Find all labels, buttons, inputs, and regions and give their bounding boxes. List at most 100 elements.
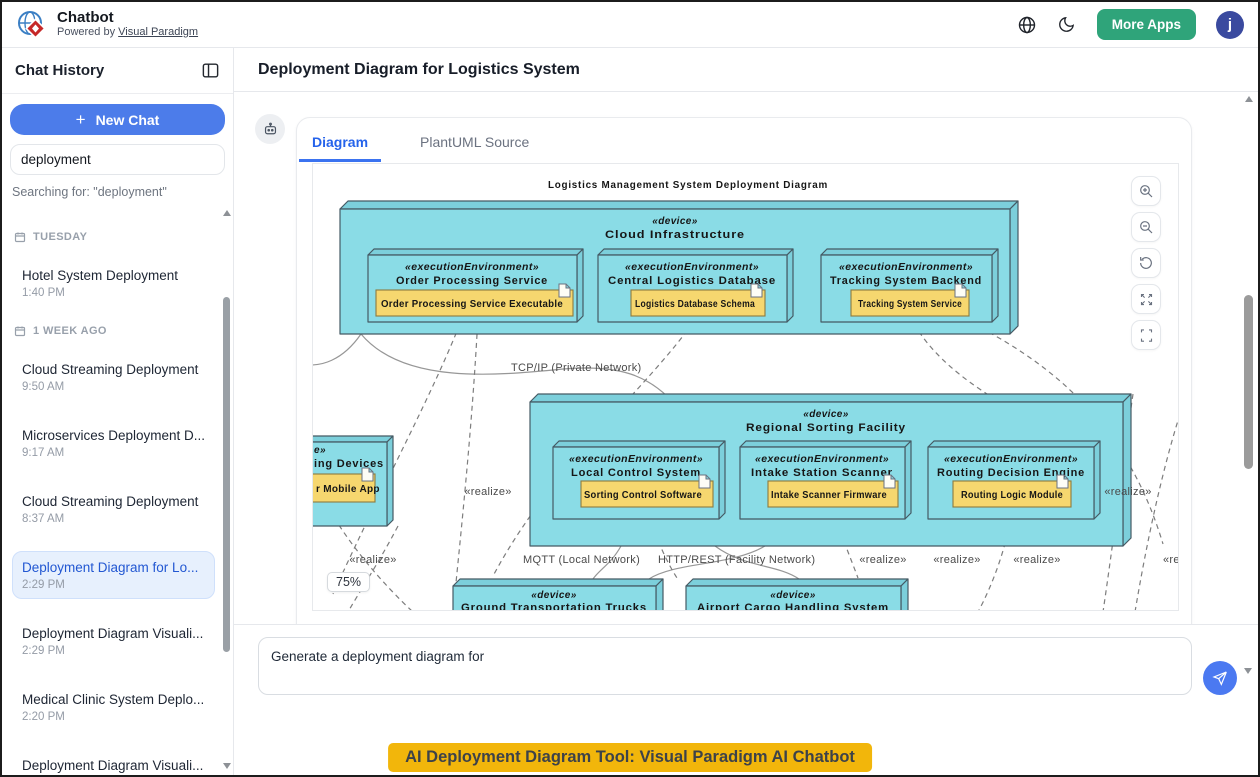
chat-history-item[interactable]: Microservices Deployment D... 9:17 AM — [22, 428, 205, 459]
user-avatar[interactable]: j — [1216, 10, 1244, 39]
edge-solid — [592, 545, 622, 580]
stereotype: «executionEnvironment» — [569, 454, 703, 465]
tab-plantuml-source[interactable]: PlantUML Source — [420, 134, 530, 150]
chat-history-item[interactable]: Deployment Diagram Visuali... 2:19 PM — [22, 758, 204, 773]
more-apps-button[interactable]: More Apps — [1096, 9, 1196, 40]
sidebar-title: Chat History — [15, 62, 105, 79]
edge-label-realize: «realize» — [1104, 486, 1151, 498]
stereotype: «device» — [803, 409, 848, 420]
tab-diagram[interactable]: Diagram — [299, 131, 382, 162]
edge-realize — [348, 525, 399, 610]
stereotype: «device» — [652, 216, 697, 227]
send-button[interactable] — [1203, 661, 1237, 695]
visual-paradigm-logo — [16, 9, 48, 41]
app-title: Chatbot — [57, 9, 114, 26]
node-central-logistics-database: «executionEnvironment» Central Logistics… — [597, 248, 794, 323]
new-chat-button[interactable]: + New Chat — [10, 104, 225, 135]
calendar-icon — [14, 231, 26, 243]
reset-view-button[interactable] — [1131, 248, 1161, 278]
chat-history-item-selected[interactable]: Deployment Diagram for Lo... 2:29 PM — [12, 551, 215, 599]
group-header: 1 WEEK AGO — [14, 325, 213, 337]
edge-realize — [452, 315, 479, 610]
edge-label-realize: «realize» — [464, 486, 511, 498]
chat-history-item[interactable]: Hotel System Deployment 1:40 PM — [22, 268, 179, 299]
node-cloud-infrastructure: «device» Cloud Infrastructure «execution… — [339, 200, 1019, 335]
scroll-up-arrow[interactable] — [223, 210, 231, 216]
visual-paradigm-link[interactable]: Visual Paradigm — [118, 26, 199, 38]
chat-history-item[interactable]: Cloud Streaming Deployment 8:37 AM — [22, 494, 199, 525]
edge-label-realize: «realize» — [933, 554, 980, 566]
node-local-control-system: «executionEnvironment» Local Control Sys… — [552, 440, 726, 520]
node-name: Local Control System — [571, 467, 701, 479]
chat-history-item[interactable]: Medical Clinic System Deplo... 2:20 PM — [22, 692, 205, 723]
node-routing-decision-engine: «executionEnvironment» Routing Decision … — [927, 440, 1101, 520]
stereotype: «executionEnvironment» — [755, 454, 889, 465]
chat-history-item[interactable]: Deployment Diagram Visuali... 2:29 PM — [22, 626, 204, 657]
node-name: Cloud Infrastructure — [605, 229, 745, 241]
artifact-name: Sorting Control Software — [584, 490, 702, 501]
artifact-name: Order Processing Service Executable — [381, 299, 563, 310]
diagram-title: Logistics Management System Deployment D… — [548, 179, 828, 191]
stereotype: «device» — [770, 590, 815, 601]
edge-label-realize: «realize» — [1013, 554, 1060, 566]
stereotype: «executionEnvironment» — [839, 262, 973, 273]
searching-status: Searching for: "deployment" — [12, 185, 167, 199]
stereotype: «executionEnvironment» — [405, 262, 539, 273]
edge-label-realize: «realize» — [349, 554, 396, 566]
artifact-icon — [750, 283, 763, 298]
main-scroll-thumb[interactable] — [1244, 295, 1253, 469]
chat-input[interactable]: Generate a deployment diagram for — [258, 637, 1192, 695]
node-name: Airport Cargo Handling System — [697, 602, 889, 611]
node-regional-sorting-facility: «device» Regional Sorting Facility «exec… — [529, 393, 1132, 547]
chat-history-item[interactable]: Cloud Streaming Deployment 9:50 AM — [22, 362, 199, 393]
edge-solid — [714, 545, 800, 580]
edge-solid — [360, 333, 669, 398]
expand-button[interactable] — [1131, 284, 1161, 314]
deployment-diagram: Logistics Management System Deployment D… — [313, 179, 1178, 611]
app-header: Chatbot Powered by Visual Paradigm More … — [2, 2, 1258, 48]
node-ground-transportation-trucks: «device» Ground Transportation Trucks — [452, 578, 664, 610]
sidebar-scrollbar[interactable] — [222, 210, 232, 769]
stereotype: «device» — [531, 590, 576, 601]
main-scrollbar[interactable] — [1243, 96, 1255, 674]
language-globe-icon[interactable] — [1017, 15, 1037, 35]
artifact-name: Logistics Database Schema — [635, 299, 755, 310]
promo-banner: AI Deployment Diagram Tool: Visual Parad… — [388, 743, 872, 772]
calendar-icon — [14, 325, 26, 337]
collapse-sidebar-icon[interactable] — [201, 61, 220, 80]
edge-realize — [332, 315, 464, 595]
scroll-down-arrow[interactable] — [223, 763, 231, 769]
edge-realize — [324, 501, 412, 610]
node-name: Tracking System Backend — [830, 275, 982, 287]
artifact-name: Routing Logic Module — [961, 490, 1063, 501]
fullscreen-button[interactable] — [1131, 320, 1161, 350]
diagram-result-card: Diagram PlantUML Source Logistics Manage… — [296, 117, 1192, 624]
node-name-fragment: ing Devices — [314, 458, 384, 470]
diagram-viewport[interactable]: Logistics Management System Deployment D… — [312, 163, 1179, 611]
result-tabs: Diagram PlantUML Source — [297, 118, 1191, 162]
scroll-up-arrow[interactable] — [1245, 96, 1253, 102]
artifact-name-fragment: r Mobile App — [316, 484, 380, 495]
group-header: TUESDAY — [14, 231, 213, 243]
edge-label-tcpip: TCP/IP (Private Network) — [511, 362, 641, 374]
zoom-in-button[interactable] — [1131, 176, 1161, 206]
node-name: Regional Sorting Facility — [746, 422, 906, 434]
main-panel: Deployment Diagram for Logistics System … — [234, 48, 1258, 775]
chat-search-input[interactable] — [10, 144, 225, 175]
artifact-icon — [361, 467, 374, 482]
chat-history-sidebar: Chat History + New Chat Searching for: "… — [2, 48, 234, 775]
node-tracking-system-backend: «executionEnvironment» Tracking System B… — [820, 248, 999, 323]
scroll-down-arrow[interactable] — [1244, 668, 1252, 674]
zoom-out-button[interactable] — [1131, 212, 1161, 242]
artifact-name: Tracking System Service — [858, 299, 962, 310]
node-name: Intake Station Scanner — [751, 467, 893, 479]
powered-by: Powered by Visual Paradigm — [57, 26, 199, 38]
node-airport-cargo-handling-system: «device» Airport Cargo Handling System — [685, 578, 909, 611]
stereotype: «executionEnvironment» — [625, 262, 759, 273]
node-intake-station-scanner: «executionEnvironment» Intake Station Sc… — [739, 440, 912, 520]
artifact-icon — [558, 283, 571, 298]
sidebar-scroll-thumb[interactable] — [223, 297, 230, 652]
edge-label-http: HTTP/REST (Facility Network) — [658, 554, 815, 566]
dark-mode-moon-icon[interactable] — [1057, 15, 1077, 35]
